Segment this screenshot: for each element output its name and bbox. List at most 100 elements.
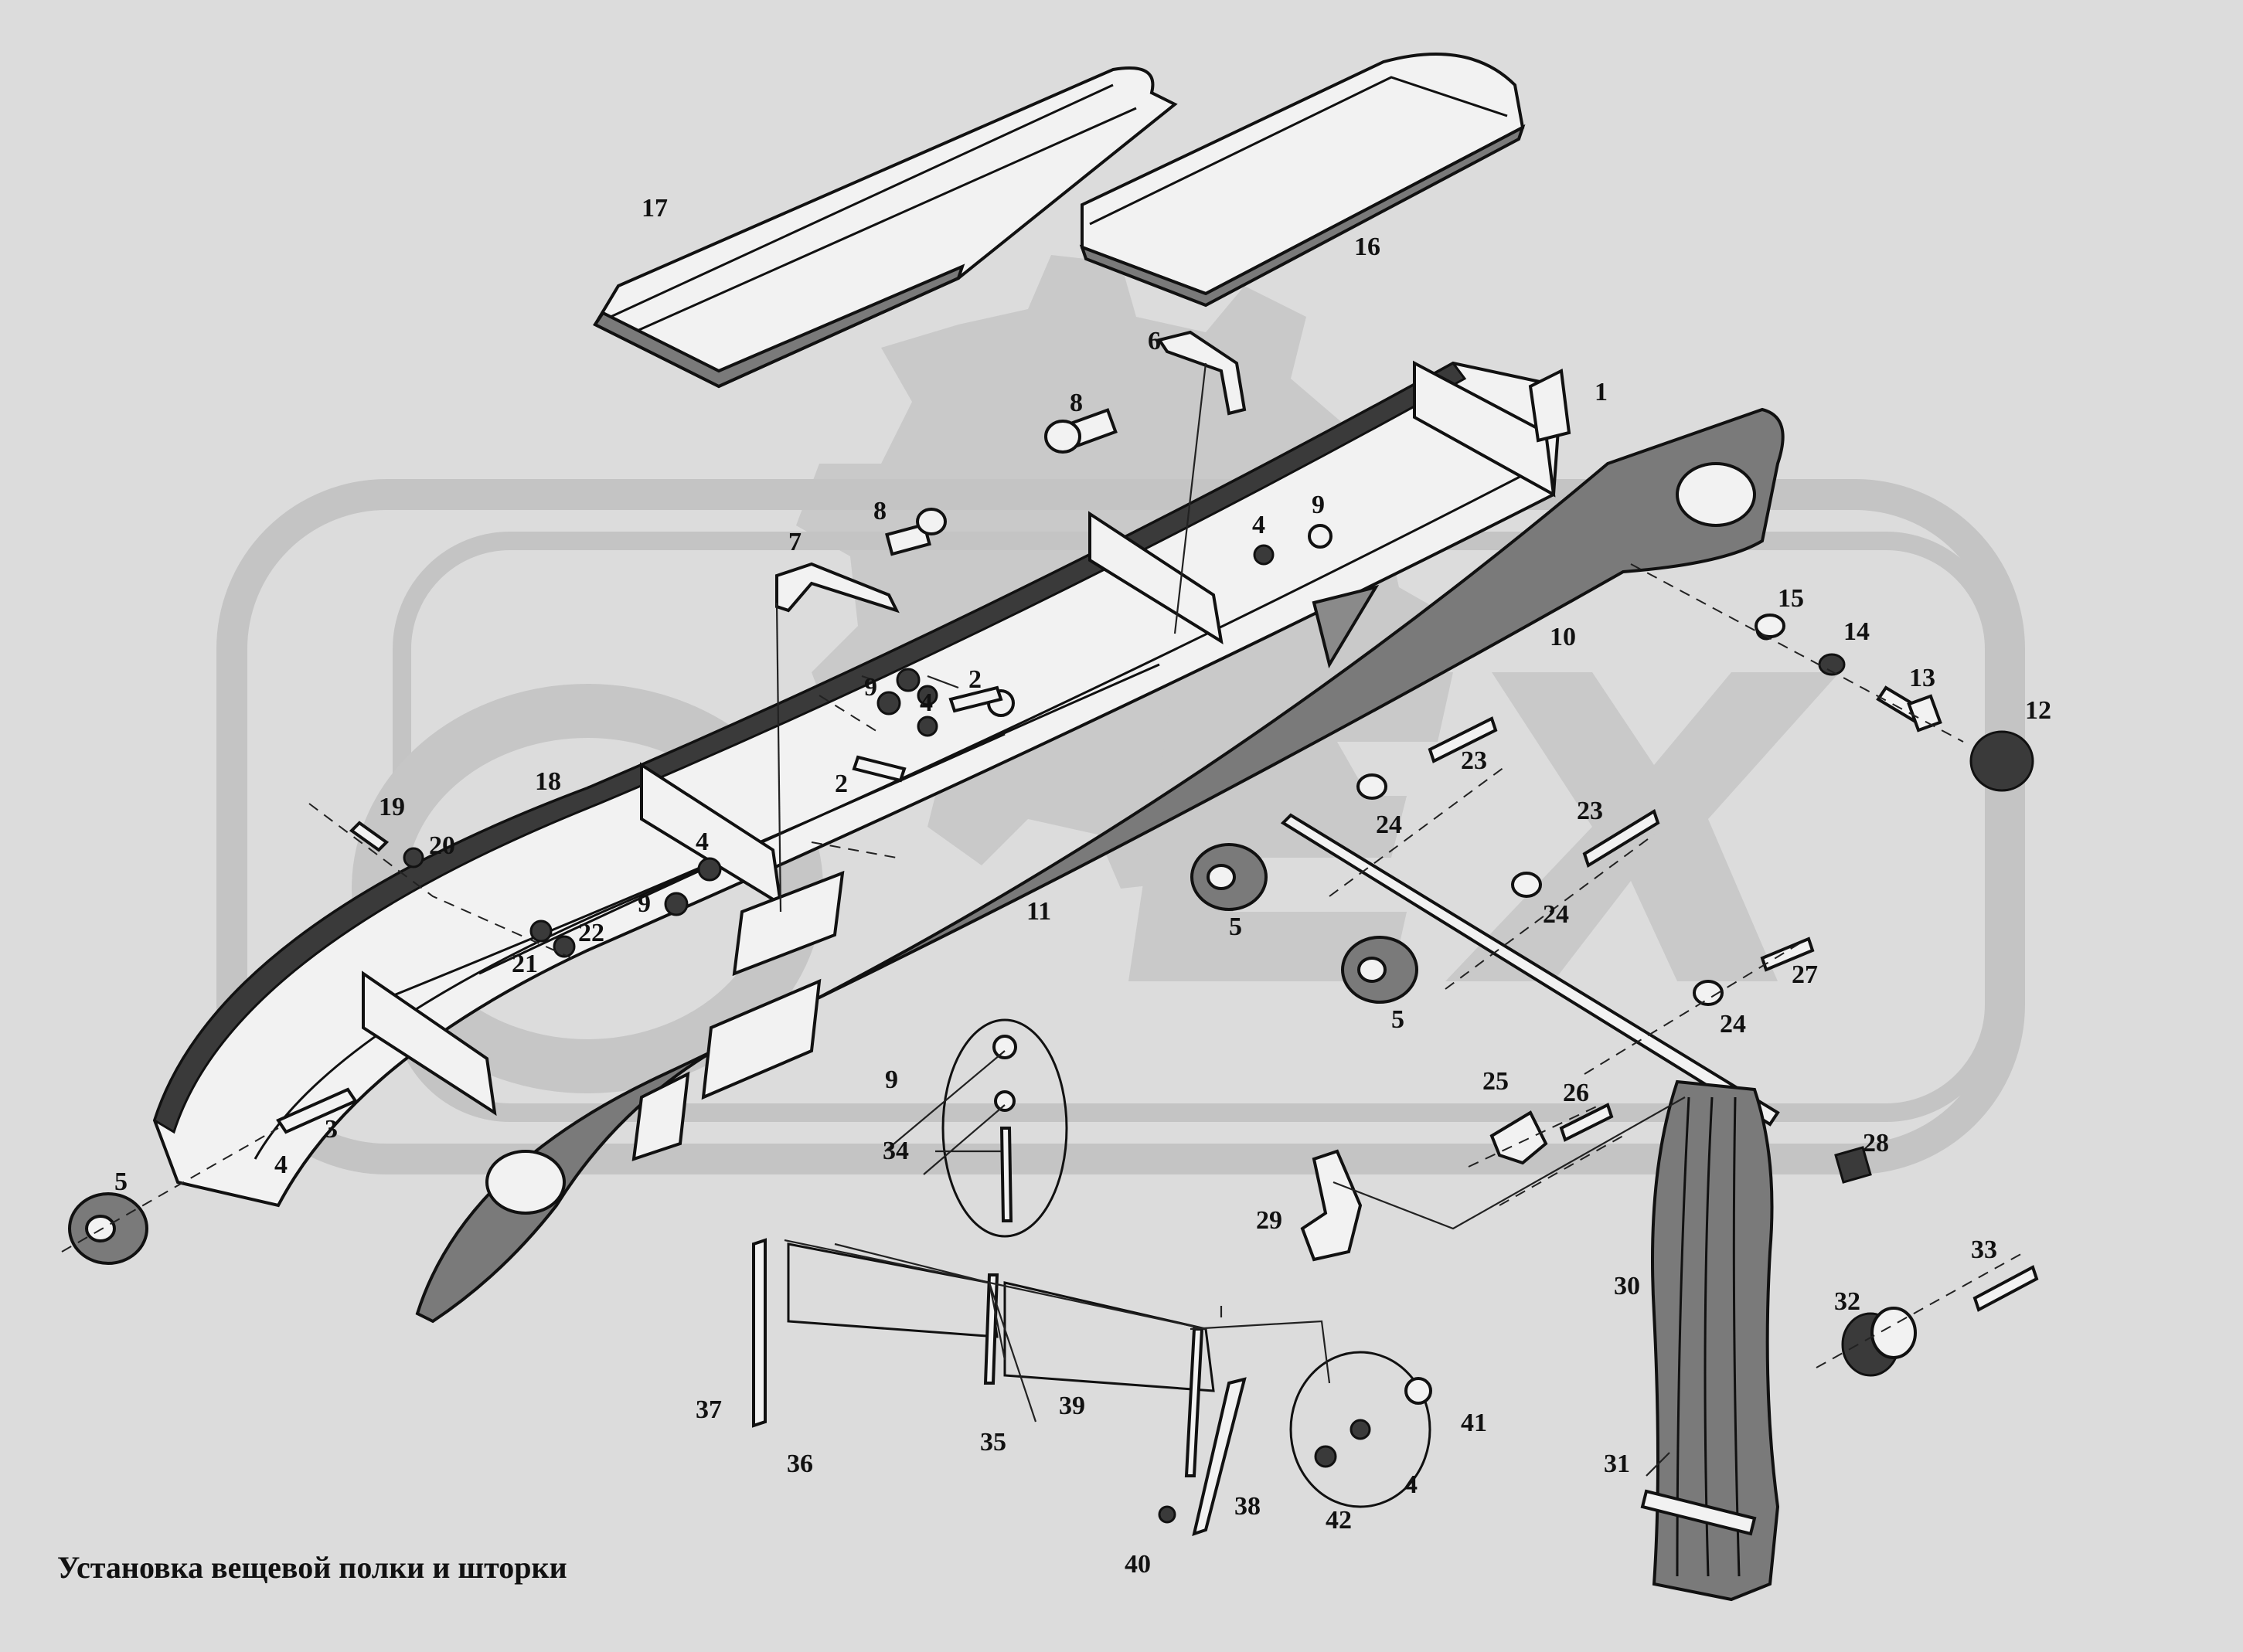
- leader-lines: [775, 362, 1686, 1477]
- label-12: 12: [2025, 696, 2051, 725]
- bracket-7: [775, 562, 900, 614]
- label-4b: 4: [920, 688, 933, 717]
- label-9c: 9: [638, 889, 651, 918]
- hook-29: [1300, 1149, 1363, 1262]
- screw-23-b: [1582, 808, 1660, 868]
- label-4c: 4: [696, 828, 709, 856]
- label-6: 6: [1148, 327, 1161, 355]
- label-4e: 4: [1404, 1470, 1418, 1499]
- label-8a: 8: [1070, 389, 1083, 417]
- label-29: 29: [1256, 1206, 1282, 1235]
- rod-34: [999, 1127, 1013, 1222]
- callout-labels: 1 2 2 3 4 4 4 4 4 5 5 5 6 7 8 8 9 9 9 9 …: [114, 194, 2051, 1579]
- label-38: 38: [1234, 1492, 1261, 1521]
- label-5b: 5: [1229, 913, 1242, 941]
- curtain-rail: [1280, 813, 1780, 1127]
- label-24b: 24: [1543, 900, 1569, 929]
- label-4a: 4: [1252, 511, 1265, 539]
- bolt-3: [276, 1087, 358, 1134]
- screw-27: [1760, 936, 1815, 972]
- label-13: 13: [1909, 664, 1935, 692]
- label-31: 31: [1604, 1450, 1630, 1478]
- label-11: 11: [1026, 897, 1051, 926]
- screw-40: [1158, 1505, 1176, 1524]
- label-21: 21: [512, 950, 538, 978]
- detail-ellipse-fasteners: [1289, 1351, 1431, 1508]
- bolt-8-top: [1044, 408, 1118, 454]
- label-16: 16: [1354, 233, 1380, 261]
- label-30: 30: [1614, 1272, 1640, 1300]
- shelf-mat-17: [593, 66, 1178, 389]
- bushing-5-right: [1341, 936, 1418, 1004]
- label-23a: 23: [1461, 746, 1487, 775]
- bolt-2-lower: [852, 755, 907, 783]
- label-40: 40: [1125, 1550, 1151, 1579]
- label-4d: 4: [274, 1151, 288, 1179]
- screw-23-a: [1428, 716, 1498, 763]
- clip-28: [1834, 1146, 1872, 1184]
- label-33: 33: [1971, 1236, 1997, 1264]
- washer-24-b: [1511, 872, 1542, 898]
- nut-9-rod-top: [992, 1035, 1017, 1059]
- plug-12: [1969, 730, 2034, 792]
- sunvisor-frame: [752, 1238, 1247, 1537]
- label-37: 37: [696, 1395, 722, 1424]
- bolt-8-mid: [885, 508, 947, 556]
- detail-ellipse-rod: [941, 1018, 1068, 1238]
- bolt-19: [349, 821, 390, 852]
- label-18: 18: [535, 767, 561, 796]
- assembly-axes: [61, 563, 2026, 1368]
- label-20: 20: [429, 831, 455, 860]
- label-26: 26: [1563, 1079, 1589, 1107]
- screw-41: [1404, 1377, 1432, 1405]
- bushing-5-left: [68, 1192, 148, 1265]
- shelf-mat-16: [1079, 53, 1526, 308]
- label-24a: 24: [1376, 811, 1402, 839]
- washer-24-a: [1356, 773, 1387, 800]
- label-3: 3: [325, 1115, 338, 1144]
- label-19: 19: [379, 793, 405, 821]
- label-32: 32: [1834, 1287, 1860, 1316]
- label-39: 39: [1059, 1392, 1085, 1420]
- shelf-body-1: [152, 360, 1571, 1208]
- bushing-5-mid: [1190, 843, 1268, 911]
- washer-15: [1755, 614, 1785, 638]
- label-24c: 24: [1720, 1010, 1746, 1038]
- label-1: 1: [1595, 378, 1608, 406]
- label-35: 35: [980, 1428, 1006, 1457]
- label-7: 7: [788, 528, 802, 556]
- label-9a: 9: [1312, 491, 1325, 519]
- label-10: 10: [1550, 623, 1576, 651]
- label-9b: 9: [864, 673, 877, 702]
- label-36: 36: [787, 1450, 813, 1478]
- label-17: 17: [642, 194, 668, 223]
- label-2a: 2: [968, 665, 982, 694]
- label-22: 22: [578, 919, 604, 947]
- nut-42: [1314, 1445, 1337, 1468]
- label-27: 27: [1792, 960, 1818, 989]
- nut-9-rod-bottom: [994, 1090, 1016, 1112]
- label-34: 34: [883, 1137, 909, 1165]
- label-15: 15: [1778, 584, 1804, 613]
- label-2b: 2: [835, 770, 848, 798]
- label-5c: 5: [1391, 1005, 1404, 1034]
- shelf-panel-10-11: [415, 407, 1785, 1324]
- label-8b: 8: [873, 497, 887, 525]
- label-9d: 9: [885, 1066, 898, 1094]
- diagram-caption: Установка вещевой полки и шторки: [57, 1550, 567, 1585]
- clamp-31: [1640, 1489, 1757, 1536]
- screw-33: [1972, 1265, 2039, 1312]
- label-42: 42: [1326, 1506, 1352, 1535]
- label-14: 14: [1843, 617, 1870, 646]
- bracket-6: [1156, 330, 1247, 416]
- label-41: 41: [1461, 1409, 1487, 1437]
- label-23b: 23: [1577, 797, 1603, 825]
- washer-4-detail: [1350, 1419, 1371, 1440]
- bolt-13-head: [1907, 694, 1942, 733]
- watermark-frame: [216, 479, 2025, 1174]
- label-5a: 5: [114, 1168, 128, 1196]
- label-25: 25: [1482, 1067, 1509, 1096]
- screw-26: [1559, 1103, 1614, 1142]
